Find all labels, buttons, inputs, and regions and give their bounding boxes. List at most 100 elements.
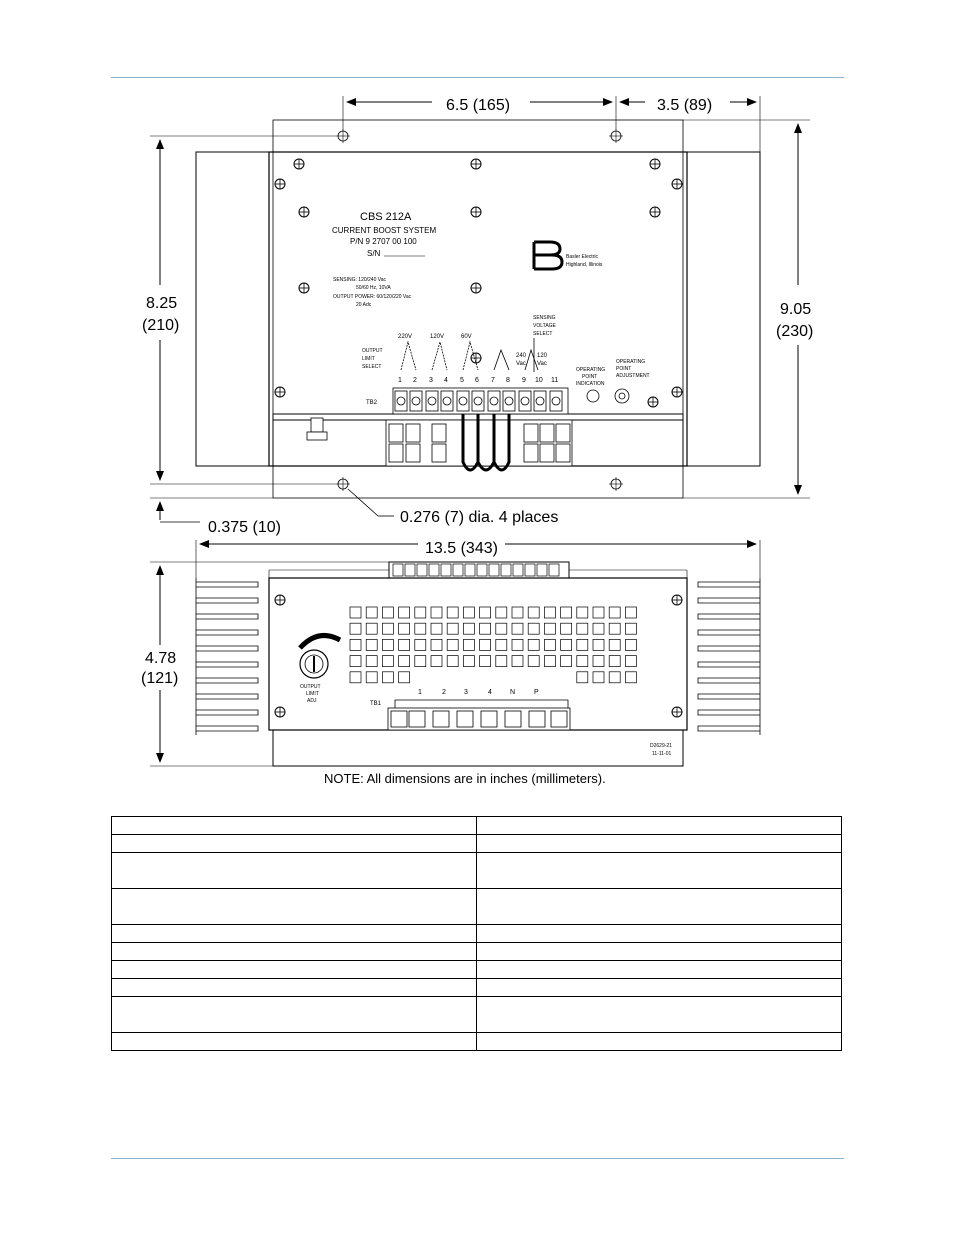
output-limit-3: SELECT xyxy=(362,364,381,370)
table-row xyxy=(111,996,842,1033)
vent-slot xyxy=(495,622,508,635)
table-row xyxy=(111,888,842,925)
dimension-drawing: 6.5 (165) 3.5 (89) 8.25 (210) 9.05 (230)… xyxy=(141,96,813,786)
vent-slot xyxy=(365,622,378,635)
vent-slot xyxy=(463,622,475,635)
table-cell-label xyxy=(111,1032,477,1051)
dim-top-right: 3.5 (89) xyxy=(657,97,712,114)
table-row xyxy=(111,1032,842,1051)
table-row xyxy=(111,942,842,961)
table-cell-label xyxy=(111,924,477,943)
op-adj-1: OPERATING xyxy=(616,359,645,365)
table-row xyxy=(111,852,842,889)
vent-slot xyxy=(382,606,394,619)
vent-slot xyxy=(511,622,524,635)
vent-slot xyxy=(398,639,410,651)
tb1-terminal-n: N xyxy=(510,689,515,696)
sensing-select-3: SELECT xyxy=(533,331,552,337)
dim-side-height-in: 4.78 xyxy=(145,650,176,667)
vent-slot xyxy=(365,639,378,651)
label-vac-1: Vac xyxy=(516,361,526,367)
front-view xyxy=(268,561,688,767)
heat-sink-fins-right xyxy=(697,578,761,735)
panel-sensing: SENSING: 120/240 Vac xyxy=(333,277,386,283)
vent-slot xyxy=(608,639,621,651)
brand-line-2: Highland, Illinois xyxy=(566,262,603,268)
table-cell-value xyxy=(476,942,842,961)
vent-slot xyxy=(592,671,605,684)
vent-slot xyxy=(463,639,475,651)
vent-slot xyxy=(430,655,443,667)
panel-pn: P/N 9 2707 00 100 xyxy=(350,237,417,246)
table-row xyxy=(111,834,842,853)
vent-slot xyxy=(544,622,556,635)
table-cell-value xyxy=(476,816,842,835)
drawing-date: 11-11-01 xyxy=(652,751,671,757)
vent-slot xyxy=(398,622,410,635)
table-cell-value xyxy=(476,978,842,997)
output-limit-2: LIMIT xyxy=(362,356,375,362)
label-120v: 120V xyxy=(430,334,444,340)
vent-slot xyxy=(349,622,362,635)
vent-slot xyxy=(463,606,475,619)
table-cell-value xyxy=(476,1032,842,1051)
table-cell-value xyxy=(476,888,842,925)
dim-top-width: 6.5 (165) xyxy=(446,97,510,114)
vent-slot xyxy=(592,622,605,635)
vent-slot xyxy=(349,655,362,667)
vent-slot xyxy=(495,655,508,667)
tb1-terminal-2: 2 xyxy=(442,689,446,696)
panel-sensing2: 50/60 Hz, 10VA xyxy=(356,285,391,291)
dim-right-height-in: 9.05 xyxy=(780,301,811,318)
vent-slot xyxy=(511,655,524,667)
label-60v: 60V xyxy=(461,334,472,340)
vent-slot xyxy=(592,639,605,651)
terminal-6: 6 xyxy=(475,377,479,384)
label-vac-2: Vac xyxy=(537,361,547,367)
vent-slot xyxy=(560,639,572,651)
panel-name: CURRENT BOOST SYSTEM xyxy=(332,226,437,235)
vent-slot xyxy=(592,606,605,619)
table-cell-value xyxy=(476,852,842,889)
op-ind-2: POINT xyxy=(582,374,597,380)
table-row xyxy=(111,924,842,943)
op-adj-3: ADJUSTMENT xyxy=(616,373,650,379)
specifications-table xyxy=(111,816,842,1051)
tb1-terminal-p: P xyxy=(534,689,539,696)
vent-slot xyxy=(544,655,556,667)
vent-slot xyxy=(398,655,410,667)
vent-slot xyxy=(527,639,540,651)
vent-slot xyxy=(527,622,540,635)
terminal-9: 9 xyxy=(522,377,526,384)
vent-slot xyxy=(365,671,378,684)
vent-slot xyxy=(479,606,491,619)
dim-right-height-mm: (230) xyxy=(776,323,813,340)
table-cell-value xyxy=(476,924,842,943)
sensing-select-1: SENSING xyxy=(533,315,556,321)
panel-output-power: OUTPUT POWER: 60/120/220 Vac xyxy=(333,294,412,300)
vent-slot xyxy=(349,606,362,619)
table-row xyxy=(111,816,842,835)
tb1-terminal-4: 4 xyxy=(488,689,492,696)
vent-slot xyxy=(560,606,572,619)
terminal-7: 7 xyxy=(491,377,495,384)
vent-slot xyxy=(608,606,621,619)
tb1-terminal-1: 1 xyxy=(418,689,422,696)
vent-slot xyxy=(365,655,378,667)
vent-slot xyxy=(398,606,410,619)
table-row xyxy=(111,978,842,997)
vent-slot xyxy=(479,622,491,635)
table-cell-label xyxy=(111,888,477,925)
vent-slot xyxy=(479,639,491,651)
vent-slot xyxy=(365,606,378,619)
vent-slot xyxy=(495,606,508,619)
panel-model: CBS 212A xyxy=(360,211,412,223)
vent-slot xyxy=(625,622,637,635)
vent-slot xyxy=(625,606,637,619)
table-cell-label xyxy=(111,816,477,835)
op-ind-1: OPERATING xyxy=(576,367,605,373)
vent-slot xyxy=(608,671,621,684)
dim-bottom-offset: 0.375 (10) xyxy=(208,519,281,536)
terminal-5: 5 xyxy=(460,377,464,384)
terminal-1: 1 xyxy=(398,377,402,384)
